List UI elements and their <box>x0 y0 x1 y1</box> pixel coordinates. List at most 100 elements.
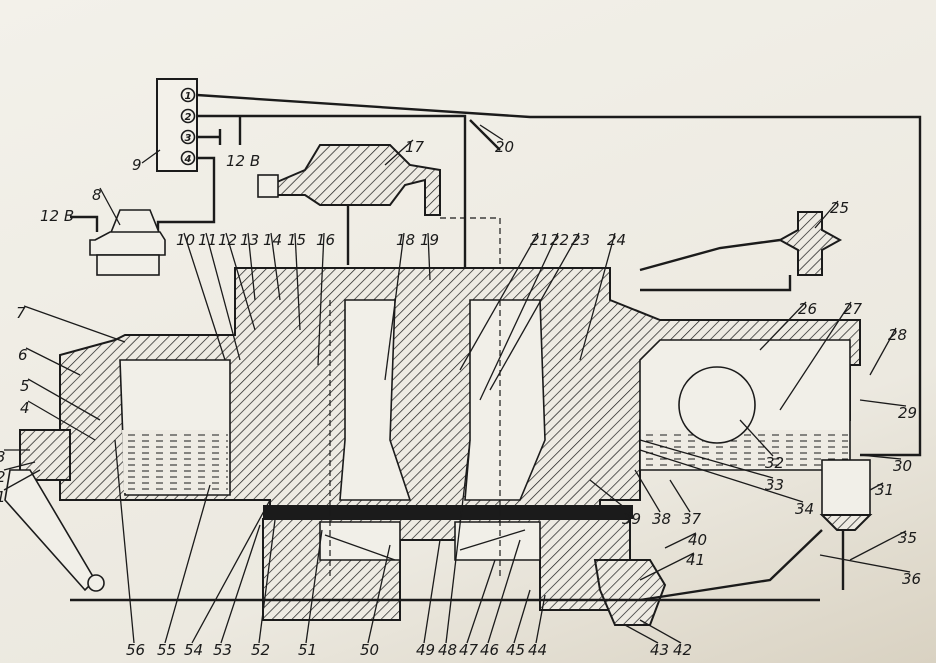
carburetor-body <box>4 267 873 626</box>
callout-33: 33 <box>765 476 784 494</box>
callout-8: 8 <box>92 186 102 204</box>
leader-line <box>779 301 852 411</box>
leader-line <box>3 469 41 491</box>
leader-line <box>367 544 391 644</box>
callout-15: 15 <box>287 231 306 249</box>
leader-line <box>270 232 281 301</box>
valve-31 <box>821 459 871 516</box>
callout-2: 2 <box>0 468 6 486</box>
callout-43: 43 <box>650 641 669 659</box>
leader-line <box>849 530 907 561</box>
callout-32: 32 <box>765 454 784 472</box>
callout-27: 27 <box>843 300 863 318</box>
leader-line <box>639 449 804 503</box>
leader-line <box>859 399 907 407</box>
leader-line <box>479 124 504 141</box>
callout-47: 47 <box>459 641 479 659</box>
leader-line <box>859 454 902 460</box>
leader-line <box>305 529 323 644</box>
callout-29: 29 <box>898 404 917 422</box>
leader-line <box>191 499 271 644</box>
callout-18: 18 <box>396 231 415 249</box>
terminal-1: 1 <box>185 91 192 102</box>
callout-44: 44 <box>528 641 547 659</box>
callout-37: 37 <box>682 510 702 528</box>
callout-36: 36 <box>902 570 921 588</box>
leader-line <box>317 232 325 366</box>
callout-31: 31 <box>875 481 894 499</box>
callout-30: 30 <box>893 457 912 475</box>
leader-line <box>819 554 911 573</box>
leader-line <box>814 200 839 229</box>
callout-10: 10 <box>176 231 195 249</box>
callout-17: 17 <box>405 138 425 156</box>
leader-line <box>869 482 884 491</box>
leader-line <box>487 539 521 644</box>
terminal-circle <box>180 87 196 103</box>
leader-line <box>384 232 405 381</box>
leader-line <box>3 461 36 471</box>
terminal-circle <box>180 129 196 145</box>
leader-line <box>535 594 546 644</box>
leader-line <box>220 524 261 644</box>
callout-42: 42 <box>673 641 692 659</box>
callout-48: 48 <box>438 641 457 659</box>
callout-46: 46 <box>480 641 499 659</box>
leader-line <box>23 305 126 343</box>
callout-52: 52 <box>251 641 270 659</box>
callout-22: 22 <box>550 231 569 249</box>
leader-line <box>669 479 691 513</box>
callout-1: 1 <box>0 488 6 506</box>
callout-25: 25 <box>830 199 849 217</box>
callout-19: 19 <box>420 231 439 249</box>
leader-line <box>869 327 897 376</box>
leader-line <box>25 347 81 376</box>
callout-49: 49 <box>416 641 435 659</box>
callout-28: 28 <box>888 326 907 344</box>
callout-6: 6 <box>18 346 28 364</box>
leader-line <box>479 232 559 401</box>
leader-line <box>183 232 226 361</box>
wiring <box>70 78 922 457</box>
leader-line <box>225 232 256 331</box>
callout-54: 54 <box>184 641 203 659</box>
leader-line <box>247 232 256 301</box>
callout-14: 14 <box>263 231 282 249</box>
callout-40: 40 <box>688 531 707 549</box>
terminal-circle <box>180 108 196 124</box>
callout-20: 20 <box>495 138 514 156</box>
diaphragm-17 <box>257 144 441 265</box>
callout-41: 41 <box>686 551 705 569</box>
callout-34: 34 <box>795 500 814 518</box>
leader-line <box>639 619 682 644</box>
callout-56: 56 <box>126 641 145 659</box>
leader-line <box>664 532 697 549</box>
leader-line <box>423 539 441 644</box>
voltage-label: 12 В <box>40 207 74 225</box>
callout-35: 35 <box>898 529 917 547</box>
leader-line <box>513 589 531 644</box>
callout-23: 23 <box>571 231 590 249</box>
leader-line <box>459 232 539 371</box>
valve-25 <box>639 211 843 292</box>
callout-53: 53 <box>213 641 232 659</box>
leader-line <box>445 439 471 644</box>
leader-line <box>427 232 431 281</box>
terminal-3: 3 <box>185 133 192 144</box>
leader-line <box>114 439 135 644</box>
callout-7: 7 <box>16 304 26 322</box>
callout-3: 3 <box>0 448 6 466</box>
leader-line <box>639 552 695 581</box>
switch-box <box>156 78 198 172</box>
leader-line <box>466 559 496 644</box>
callout-39: 39 <box>622 510 641 528</box>
leader-line <box>141 149 161 164</box>
callout-50: 50 <box>360 641 379 659</box>
leader-line <box>759 301 807 351</box>
leader-line <box>624 624 659 644</box>
terminal-4: 4 <box>184 154 192 165</box>
leader-line <box>579 232 616 361</box>
